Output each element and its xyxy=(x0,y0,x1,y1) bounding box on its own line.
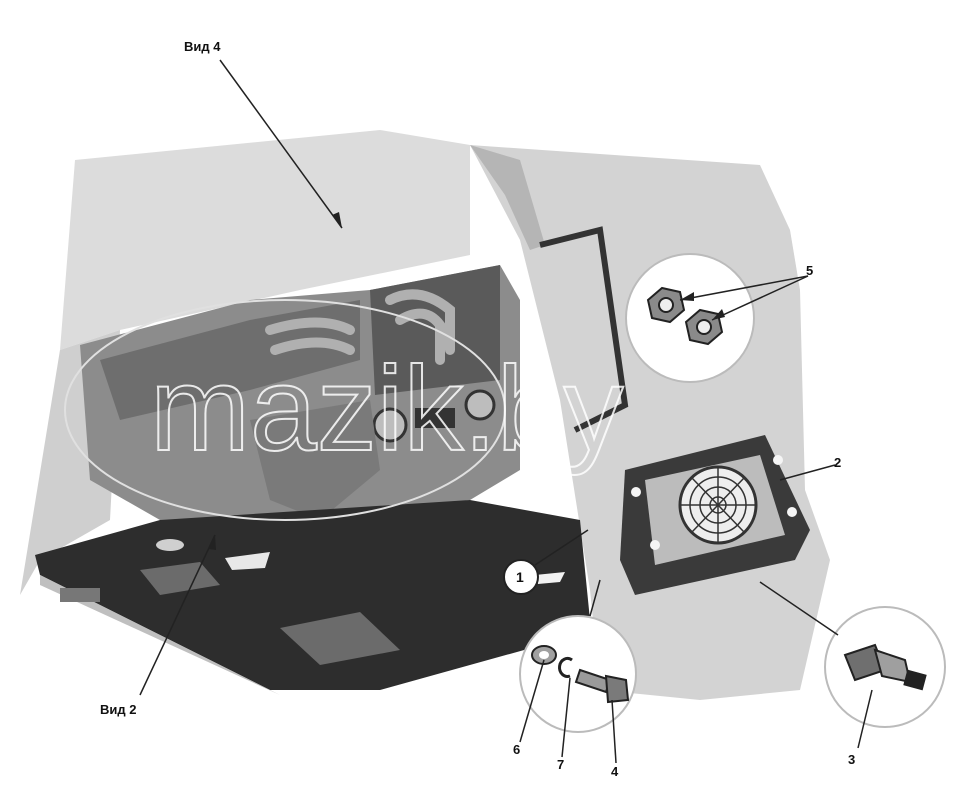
detail-circle-nuts xyxy=(625,253,755,383)
callout-2-label: 2 xyxy=(834,455,841,470)
callout-marker-1 xyxy=(503,559,539,595)
callout-1-label: 1 xyxy=(516,569,524,585)
callout-4-label: 4 xyxy=(611,764,619,779)
nut-icon xyxy=(684,308,724,346)
callout-5-label: 5 xyxy=(806,263,813,278)
spring-washer-icon xyxy=(558,656,573,678)
leader-lines xyxy=(139,59,873,764)
callout-6-label: 6 xyxy=(513,742,520,757)
washer-icon xyxy=(531,645,557,665)
view-2-label: Вид 2 xyxy=(100,702,136,717)
callout-7-label: 7 xyxy=(557,757,564,772)
watermark: mazik.by xyxy=(150,342,623,476)
nut-icon xyxy=(646,286,686,324)
view-4-label: Вид 4 xyxy=(184,39,221,54)
arrowheads xyxy=(209,212,725,550)
fitting-icon xyxy=(843,643,927,691)
detail-circle-fasteners xyxy=(519,615,637,733)
heater-fan-unit xyxy=(620,435,810,595)
bolt-icon xyxy=(574,668,630,704)
detail-circle-fitting xyxy=(824,606,946,728)
callout-3-label: 3 xyxy=(848,752,855,767)
